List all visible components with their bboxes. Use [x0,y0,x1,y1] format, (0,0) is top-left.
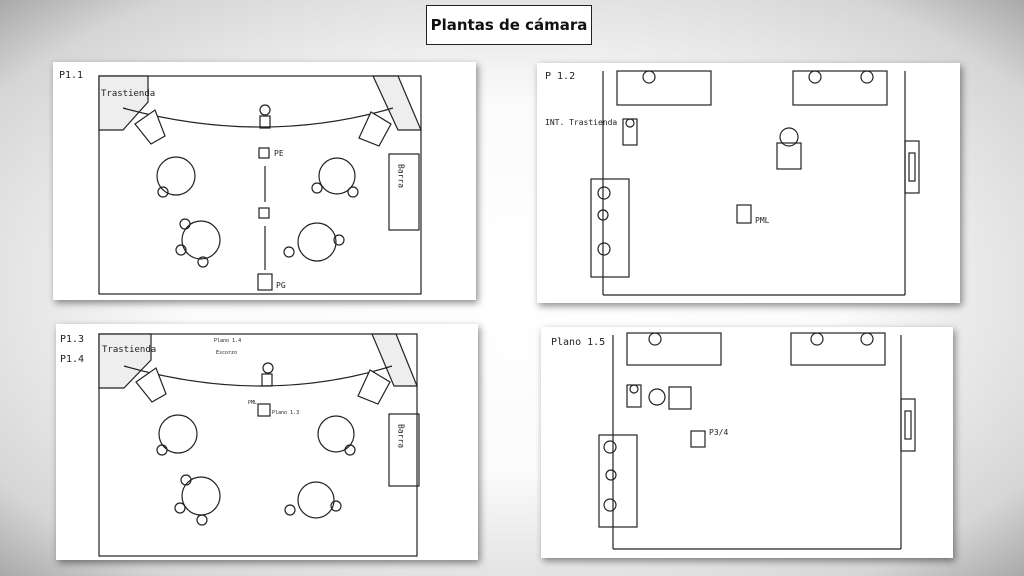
cam-label-pml: PML [755,216,770,225]
note-escorzo: Escorzo [216,350,237,356]
floor-plan-plano-1-5: P3/4 Plano 1.5 [551,332,916,550]
floor-plan-p1-2: PML INT. Trastienda P 1.2 [545,70,920,296]
int-label: INT. Trastienda [545,118,617,127]
panel-label-1: P1.3 [60,334,84,345]
bar-label: Barra [397,164,406,188]
note-plano-1-4: Plano 1.4 [214,338,241,344]
floor-plan-p1-1: Trastienda Barra PE PG P1.1 [59,70,422,295]
panel-plano-1-5: P3/4 Plano 1.5 [541,327,953,558]
note-pml: PML [248,400,257,406]
panel-label: Plano 1.5 [551,337,605,348]
panel-p1-1: Trastienda Barra PE PG P1.1 [53,62,476,300]
backroom-label: Trastienda [102,345,156,355]
bar-label: Barra [397,424,406,448]
note-plano-1-3: Plano 1.3 [272,410,299,416]
cam-label-pe: PE [274,149,284,158]
page-title: Plantas de cámara [426,5,592,45]
panel-p1-2: PML INT. Trastienda P 1.2 [537,63,960,303]
cam-label-pg: PG [276,281,286,290]
backroom-label: Trastienda [101,89,155,99]
floor-plan-p1-3: Trastienda Barra Plano 1.4 Escorzo PML P… [60,333,420,557]
panel-label: P1.1 [59,70,83,81]
panel-label: P 1.2 [545,71,575,82]
panel-p1-3: Trastienda Barra Plano 1.4 Escorzo PML P… [56,324,478,560]
cam-label-p3-4: P3/4 [709,428,728,437]
panel-label-2: P1.4 [60,354,84,365]
